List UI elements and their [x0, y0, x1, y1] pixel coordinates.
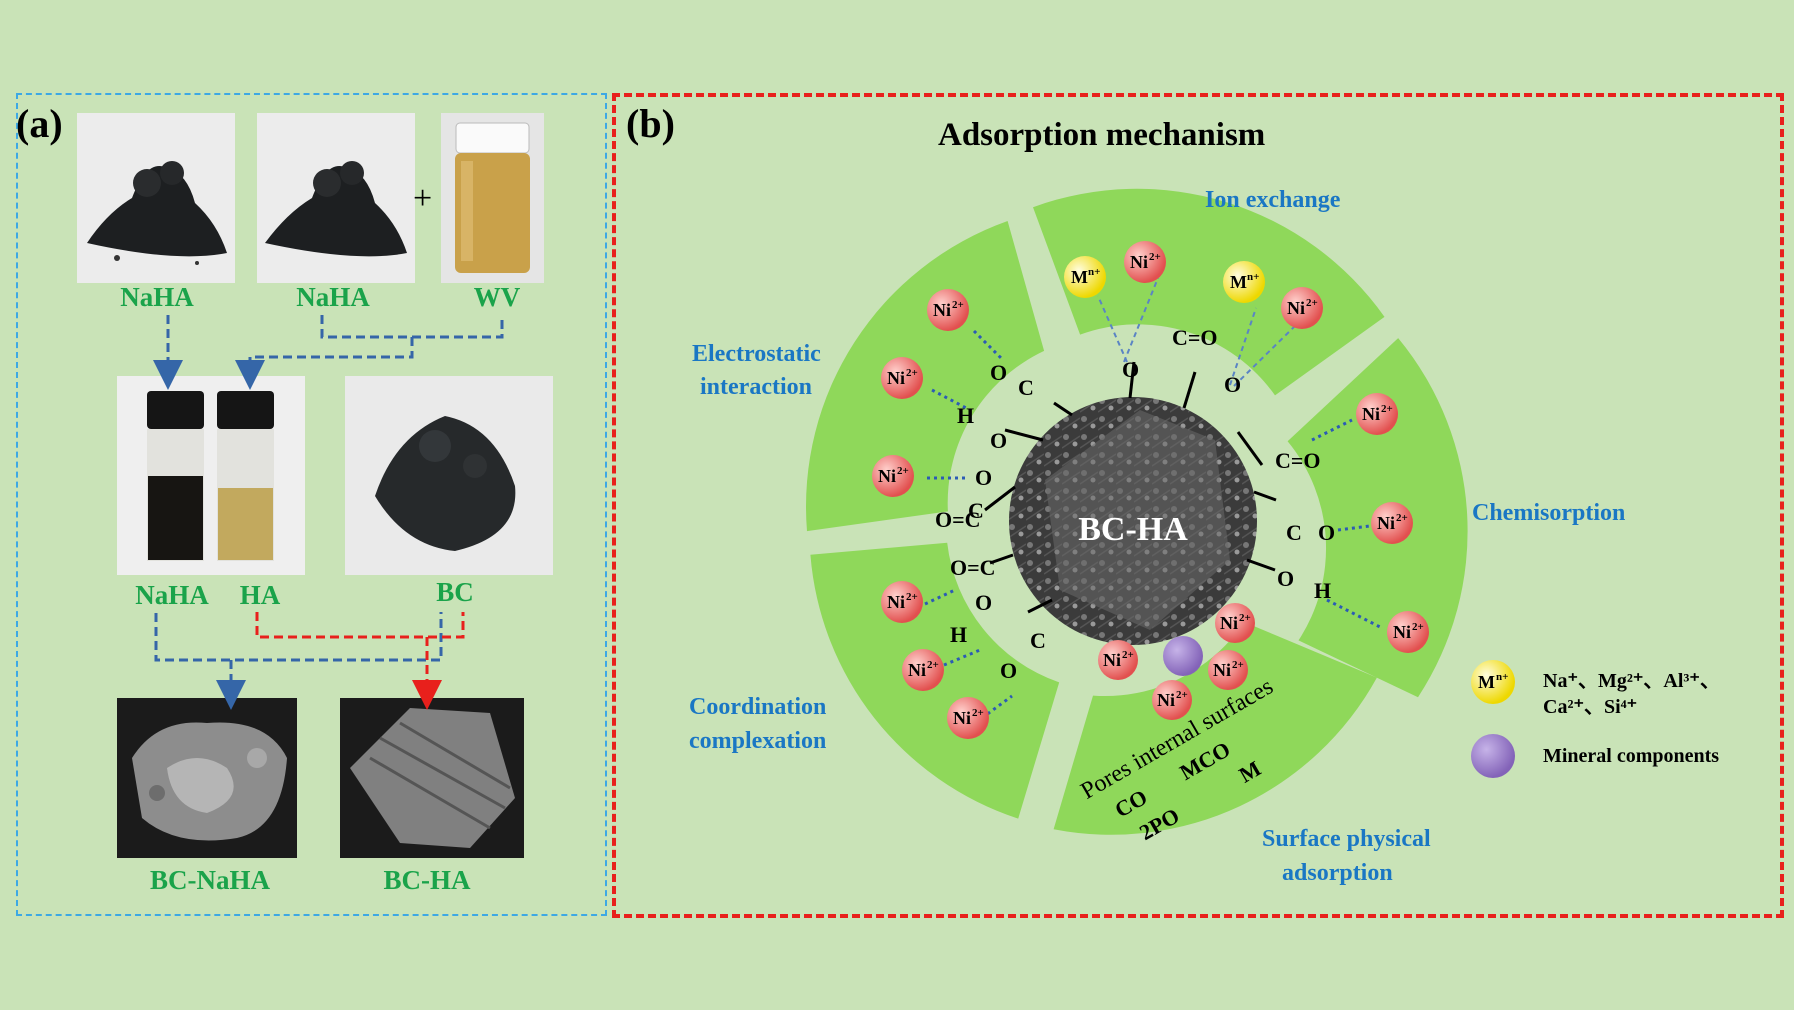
label-naha-2: NaHA [296, 282, 370, 312]
plus-sign: + [413, 180, 433, 217]
svg-text:H: H [1314, 578, 1331, 603]
naha-ha-vials-photo [117, 376, 305, 575]
label-ha: HA [239, 580, 281, 610]
svg-text:2+: 2+ [972, 707, 984, 719]
svg-text:O: O [1318, 520, 1335, 545]
svg-text:n+: n+ [1088, 266, 1100, 278]
label-adsorption: adsorption [1282, 860, 1393, 886]
svg-text:2+: 2+ [1239, 612, 1251, 624]
label-surface-physical: Surface physical [1262, 826, 1431, 852]
svg-text:2+: 2+ [952, 299, 964, 311]
label-bc: BC [436, 577, 474, 607]
svg-text:H: H [950, 622, 967, 647]
ring-segment-ion-exchange [1033, 188, 1385, 396]
svg-text:O: O [990, 360, 1007, 385]
svg-text:2+: 2+ [1232, 659, 1244, 671]
naha-powder-photo [77, 113, 235, 283]
svg-text:Ni: Ni [1287, 298, 1305, 318]
svg-text:O: O [1000, 658, 1017, 683]
label-ion-exchange: Ion exchange [1205, 187, 1341, 213]
svg-text:2+: 2+ [906, 367, 918, 379]
label-wv: WV [473, 282, 521, 312]
svg-text:C=O: C=O [1275, 448, 1321, 473]
svg-text:n+: n+ [1496, 671, 1508, 683]
svg-text:Ni: Ni [1213, 660, 1231, 680]
label-coordination: Coordination [689, 694, 827, 720]
panel-a-frame [16, 93, 607, 916]
svg-text:Ni: Ni [1393, 622, 1411, 642]
svg-text:O=C: O=C [935, 507, 981, 532]
svg-text:M: M [1478, 672, 1495, 692]
svg-text:2+: 2+ [1381, 403, 1393, 415]
legend-mineral-swatch [1471, 734, 1515, 778]
svg-text:O: O [1224, 372, 1241, 397]
svg-text:M: M [1071, 267, 1088, 287]
mineral-particle [1163, 636, 1203, 676]
svg-text:O=C: O=C [950, 555, 996, 580]
svg-text:2+: 2+ [1306, 297, 1318, 309]
legend-mineral-components: Mineral components [1543, 745, 1720, 767]
svg-text:Ni: Ni [887, 368, 905, 388]
svg-text:Ni: Ni [1103, 650, 1121, 670]
svg-text:Ni: Ni [1220, 613, 1238, 633]
panel-a-label: (a) [16, 101, 63, 146]
svg-text:C: C [968, 498, 984, 523]
label-naha-3: NaHA [135, 580, 209, 610]
svg-text:2+: 2+ [1149, 251, 1161, 263]
ring-segment-electrostatic [806, 221, 1045, 532]
label-chemisorption: Chemisorption [1472, 500, 1626, 526]
svg-text:C: C [1030, 628, 1046, 653]
wv-bottle-photo [441, 113, 544, 283]
svg-text:Ni: Ni [933, 300, 951, 320]
panel-b-frame [612, 93, 1784, 918]
svg-text:n+: n+ [1247, 271, 1259, 283]
label-interaction: interaction [700, 374, 812, 400]
bc-ha-sem-image [340, 698, 524, 858]
svg-text:2+: 2+ [1176, 689, 1188, 701]
ring-segment-surface [1053, 622, 1377, 835]
svg-text:O: O [1122, 357, 1139, 382]
label-naha-1: NaHA [120, 282, 194, 312]
svg-text:O: O [975, 590, 992, 615]
svg-text:O: O [1277, 566, 1294, 591]
svg-text:Ni: Ni [1130, 252, 1148, 272]
naha-powder-photo-2 [257, 113, 415, 283]
svg-text:2+: 2+ [1122, 649, 1134, 661]
svg-text:Ni: Ni [887, 592, 905, 612]
svg-text:M: M [1230, 272, 1247, 292]
legend-ions-line2: Ca²⁺、Si⁴⁺ [1543, 696, 1638, 718]
svg-text:O: O [975, 465, 992, 490]
svg-text:2+: 2+ [906, 591, 918, 603]
svg-text:Ni: Ni [1157, 690, 1175, 710]
label-complexation: complexation [689, 728, 827, 754]
bc-naha-sem-image [117, 698, 297, 858]
svg-text:Ni: Ni [953, 708, 971, 728]
core-label: BC-HA [1078, 511, 1188, 548]
bc-powder-photo [345, 376, 553, 575]
svg-text:2+: 2+ [1412, 621, 1424, 633]
label-electrostatic: Electrostatic [692, 341, 821, 367]
svg-text:C=O: C=O [1172, 325, 1218, 350]
svg-text:H: H [957, 403, 974, 428]
label-bc-naha: BC-NaHA [150, 865, 270, 895]
svg-text:O: O [990, 428, 1007, 453]
svg-text:2+: 2+ [927, 659, 939, 671]
svg-text:2+: 2+ [1396, 512, 1408, 524]
svg-text:2+: 2+ [897, 465, 909, 477]
panel-b-label: (b) [626, 101, 675, 146]
svg-text:Ni: Ni [908, 660, 926, 680]
svg-text:Ni: Ni [1362, 404, 1380, 424]
label-bc-ha: BC-HA [383, 865, 471, 895]
panel-b-title: Adsorption mechanism [938, 117, 1266, 153]
svg-text:C: C [1286, 520, 1302, 545]
svg-text:C: C [1018, 375, 1034, 400]
svg-text:Ni: Ni [878, 466, 896, 486]
svg-text:Ni: Ni [1377, 513, 1395, 533]
legend-ions-line1: Na⁺、Mg²⁺、Al³⁺、 [1543, 670, 1720, 692]
